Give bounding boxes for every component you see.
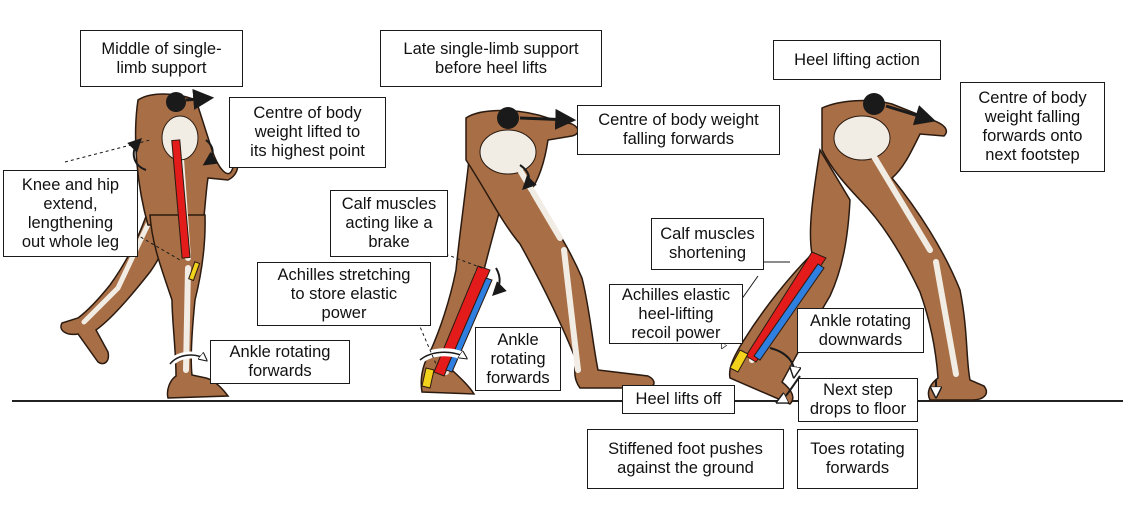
figure-3-ankle-rotation-arrow (769, 347, 794, 376)
figure-2-leader-achilles (417, 321, 437, 365)
figure-1-title: Middle of single- limb support (80, 30, 243, 87)
figure-2-front-femur (511, 157, 563, 241)
figure-3-front-femur (867, 147, 933, 253)
figure-3-centre-of-weight-label: Centre of body weight falling forwards o… (960, 82, 1105, 172)
figure-3-toe-arrow (778, 375, 801, 402)
figure-3-achilles-label: Achilles elastic heel-lifting recoil pow… (609, 284, 743, 344)
figure-3-ankle-label: Ankle rotating downwards (797, 308, 924, 353)
figure-2-centre-of-weight-label: Centre of body weight falling forwards (577, 105, 780, 155)
figure-3-toes-label: Toes rotating forwards (797, 429, 918, 489)
figure-1-weight-arrow (185, 88, 215, 110)
figure-3-next-step-label: Next step drops to floor (798, 378, 918, 422)
figure-1-hip-rotation-arrow (127, 138, 147, 171)
figure-3-pelvis (833, 115, 891, 161)
figure-3-achilles-blue (753, 263, 825, 361)
figure-1-knee-rotation-arrow (202, 139, 219, 166)
figure-1-leader-hip (64, 139, 151, 163)
figure-2-title: Late single-limb support before heel lif… (380, 30, 602, 87)
figure-2-hip-rotation-arrow (519, 164, 537, 190)
figure-1-swing-bone (81, 217, 153, 325)
figure-2-weight-ball (497, 107, 519, 129)
figure-2-late-stance (417, 107, 655, 395)
figure-3-weight-ball (863, 93, 885, 115)
figure-2-calf-label: Calf muscles acting like a brake (330, 190, 448, 257)
figure-1-ankle-label: Ankle rotating forwards (210, 340, 350, 384)
figure-2-achilles-blue (445, 277, 493, 373)
figure-2-pelvis (479, 129, 537, 175)
figure-3-title: Heel lifting action (773, 40, 941, 80)
figure-1-centre-of-weight-label: Centre of body weight lifted to its high… (229, 97, 386, 168)
figure-3-foot-label: Stiffened foot pushes against the ground (587, 429, 784, 489)
figure-1-middle-stance (60, 88, 239, 399)
figure-2-achilles-yellow (421, 367, 435, 389)
figure-3-heel-label: Heel lifts off (622, 385, 735, 414)
figure-2-knee-rotation-arrow (492, 267, 507, 296)
figure-1-knee-hip-label: Knee and hip extend, lengthening out who… (3, 170, 138, 257)
figure-2-front-tibia (561, 247, 581, 373)
figure-1-weight-ball (166, 92, 186, 112)
figure-2-ankle-label: Ankle rotating forwards (475, 327, 561, 391)
figure-3-heel-lift (722, 93, 988, 405)
figure-3-weight-arrow (885, 104, 937, 126)
figure-1-ankle-rotation-outline (169, 355, 206, 365)
figure-2-trailing-leg (420, 149, 513, 395)
figure-3-front-tibia (933, 259, 959, 377)
figure-2-achilles-label: Achilles stretching to store elastic pow… (257, 262, 431, 326)
figure-3-calf-muscle (745, 251, 827, 363)
figure-1-tendon (188, 261, 201, 282)
figure-1-quadriceps (171, 139, 191, 259)
figure-2-weight-arrow (519, 108, 577, 130)
figure-1-swing-leg (60, 204, 170, 365)
figure-3-trailing-leg (728, 147, 851, 405)
figure-3-calf-label: Calf muscles shortening (651, 218, 764, 270)
figure-3-achilles-yellow (729, 349, 749, 373)
figure-2-ankle-rotation-outline (419, 352, 466, 361)
